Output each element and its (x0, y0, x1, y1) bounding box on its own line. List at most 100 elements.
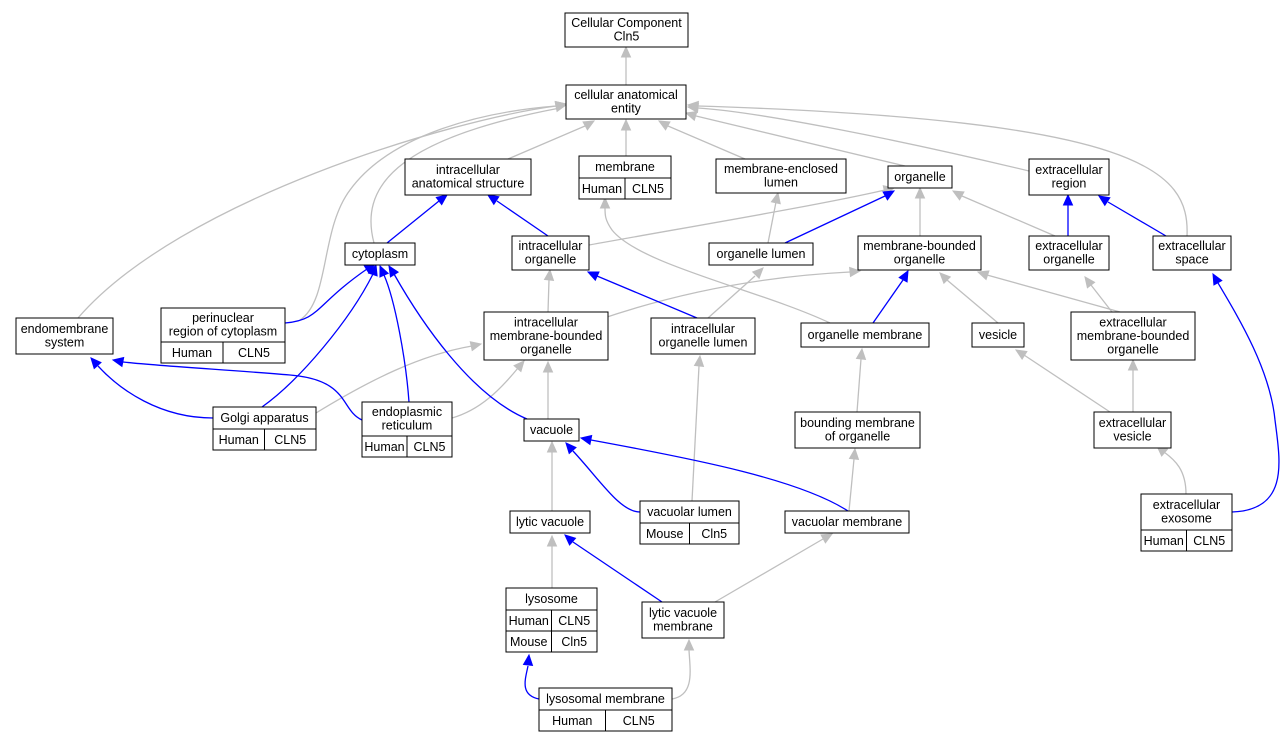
annotation-human-species[interactable]: Human (361, 435, 408, 458)
annotation-mouse-gene[interactable]: Cln5 (689, 522, 740, 545)
edge-line (596, 275, 698, 319)
node-lvac[interactable]: lytic vacuole (509, 510, 591, 534)
annotation-human-species[interactable]: Human (538, 709, 606, 732)
node-label: vacuolar membrane (792, 515, 903, 529)
edge-line (386, 200, 440, 244)
node-box (800, 322, 930, 348)
node-label: system (45, 336, 85, 350)
node-label: region (1052, 177, 1087, 191)
node-label: intracellular (436, 163, 500, 177)
edge-line (714, 538, 824, 603)
annotation-human-species[interactable]: Human (505, 609, 552, 632)
edge-imbo-to-io (543, 268, 555, 313)
edge-line (946, 279, 999, 324)
edge-line (671, 649, 691, 700)
annotation-cell (689, 522, 740, 545)
edge-arrowhead (469, 341, 483, 352)
edge-arrowhead (564, 534, 577, 546)
edge-ecs-to-cae (686, 100, 1188, 237)
annotation-human-gene[interactable]: CLN5 (551, 609, 598, 632)
node-omem[interactable]: organelle membrane (800, 322, 930, 348)
edge-arrowhead (914, 186, 926, 199)
edge-io-to-ias (486, 194, 549, 237)
edge-line (695, 115, 906, 167)
annotation-human-gene[interactable]: CLN5 (1186, 529, 1233, 552)
edge-iol-to-olumen (707, 267, 764, 319)
edge-ecv-to-ecmbo (1127, 358, 1139, 412)
node-vesicle[interactable]: vesicle (971, 322, 1025, 348)
node-vacuole[interactable]: vacuole (523, 418, 580, 442)
node-label: organelle (1043, 253, 1094, 267)
node-label: vesicle (979, 328, 1017, 342)
annotation-human-species[interactable]: Human (160, 341, 224, 364)
annotation-human-species[interactable]: Human (1140, 529, 1187, 552)
annotation-label: Human (582, 182, 622, 196)
annotation-human-species[interactable]: Human (578, 177, 626, 200)
node-label: vacuole (530, 423, 573, 437)
edge-line (697, 107, 1030, 172)
edge-line (261, 273, 374, 408)
node-label: cellular anatomical (574, 88, 678, 102)
edge-golgi-to-imbo (315, 341, 483, 414)
node-olumen[interactable]: organelle lumen (708, 242, 814, 266)
annotation-human-gene[interactable]: CLN5 (406, 435, 453, 458)
edge-ias-to-cae (507, 120, 596, 160)
annotation-cell (551, 630, 598, 653)
node-label: region of cytoplasm (169, 325, 277, 339)
annotation-mouse-species[interactable]: Mouse (505, 630, 552, 653)
node-vmem[interactable]: vacuolar membrane (784, 510, 910, 534)
annotation-mouse-species[interactable]: Mouse (639, 522, 690, 545)
annotation-human-gene[interactable]: CLN5 (222, 341, 286, 364)
edge-vmem-to-vacuole (579, 434, 849, 512)
edge-line (97, 365, 214, 419)
node-label: extracellular (1153, 498, 1220, 512)
annotation-label: CLN5 (1193, 534, 1225, 548)
edge-vacuole-to-cytoplasm (388, 264, 528, 420)
node-cytoplasm[interactable]: cytoplasm (344, 242, 416, 266)
node-label: organelle (1107, 342, 1158, 356)
node-label: vacuolar lumen (647, 505, 732, 519)
edge-cytoplasm-to-ias (386, 194, 448, 244)
edge-mbo-to-organelle (914, 186, 926, 236)
edge-er-to-endo (111, 356, 363, 421)
annotation-human-gene[interactable]: CLN5 (624, 177, 672, 200)
annotation-label: Cln5 (701, 527, 727, 541)
annotation-human-gene[interactable]: CLN5 (605, 709, 673, 732)
node-organelle[interactable]: organelle (887, 165, 953, 189)
annotation-human-species[interactable]: Human (212, 428, 265, 451)
node-label: organelle (894, 253, 945, 267)
node-box (708, 242, 814, 266)
edge-arrowhead (1097, 195, 1111, 207)
node-label: organelle (520, 342, 571, 356)
annotation-human-gene[interactable]: CLN5 (264, 428, 317, 451)
edge-arrowhead (546, 534, 558, 547)
edge-mel-to-cae (657, 120, 746, 160)
node-box (483, 311, 609, 361)
annotation-label: CLN5 (414, 440, 446, 454)
annotation-mouse-gene[interactable]: Cln5 (551, 630, 598, 653)
